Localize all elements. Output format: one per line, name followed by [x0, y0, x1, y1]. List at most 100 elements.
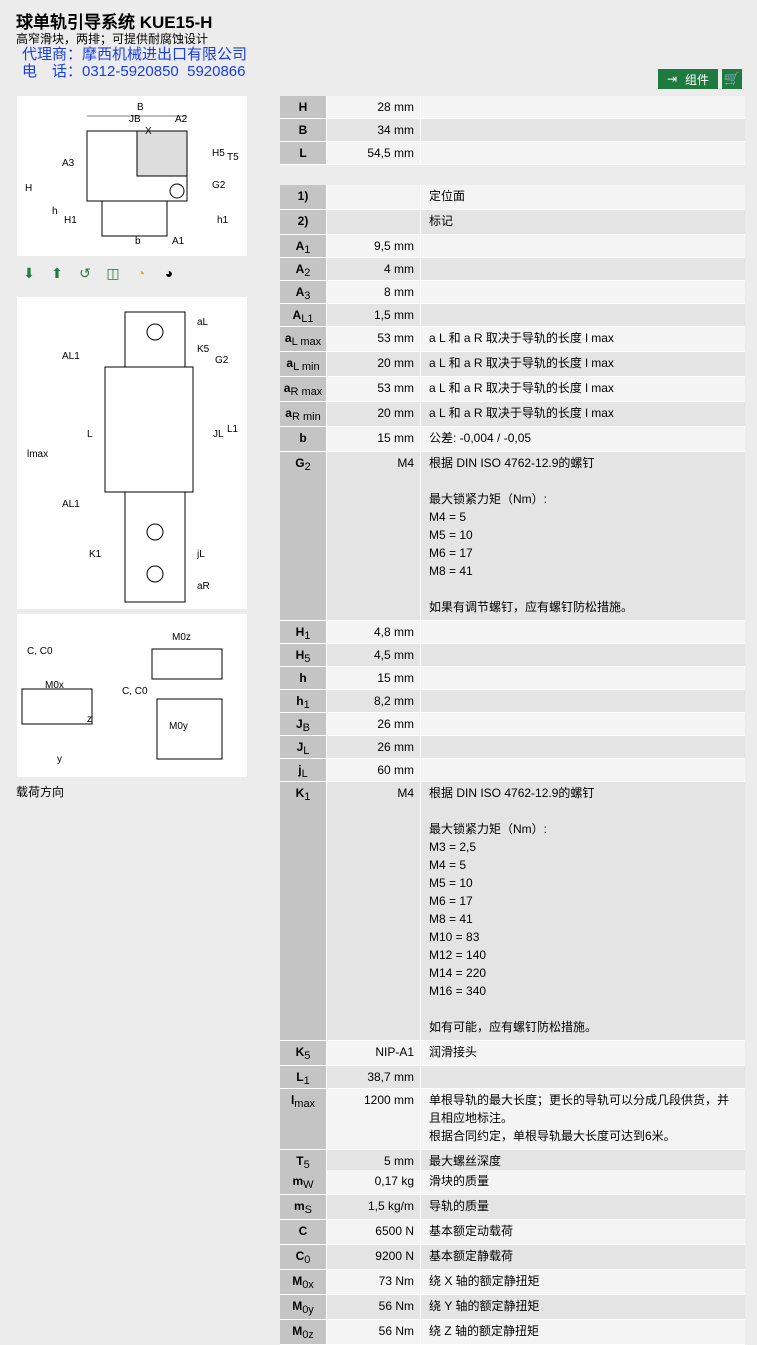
dimension-label: lmax — [27, 449, 48, 460]
symbol-subscript: 0z — [302, 1329, 314, 1341]
param-value: 4 mm — [326, 258, 421, 280]
symbol-subscript: 3 — [304, 290, 311, 302]
param-value: 4,8 mm — [326, 621, 421, 643]
param-description: 绕 X 轴的额定静扭矩 — [421, 1270, 745, 1294]
dimension-label: JL — [213, 429, 224, 440]
param-symbol: H1 — [280, 621, 326, 643]
symbol-subscript: max — [294, 1098, 316, 1110]
dimension-label: M0z — [172, 632, 191, 643]
param-description: 根据 DIN ISO 4762-12.9的螺钉 最大锁紧力矩（Nm）: M4 =… — [421, 452, 745, 620]
symbol: j — [298, 763, 302, 777]
load-up-icon: ⬆ — [51, 264, 63, 281]
param-symbol: A2 — [280, 258, 326, 280]
symbol-subscript: 0 — [304, 1254, 311, 1266]
symbol: B — [298, 123, 308, 137]
param-value: NIP-A1 — [326, 1041, 421, 1065]
symbol: J — [296, 740, 304, 754]
param-value: 1200 mm — [326, 1089, 421, 1149]
param-description: 导轨的质量 — [421, 1195, 745, 1219]
symbol: a — [286, 356, 294, 370]
symbol-subscript: 5 — [304, 1050, 311, 1062]
param-value: 73 Nm — [326, 1270, 421, 1294]
param-description — [421, 258, 745, 280]
table-row: h 15 mm — [280, 667, 745, 690]
symbol: H — [295, 625, 305, 639]
param-description — [421, 644, 745, 666]
param-symbol: h1 — [280, 690, 326, 712]
param-description — [421, 667, 745, 689]
cart-icon: 🛒 — [723, 71, 741, 86]
moment-icon: ↺ — [79, 264, 91, 281]
param-value: 56 Nm — [326, 1295, 421, 1319]
symbol: J — [295, 717, 303, 731]
dimension-label: A3 — [62, 158, 75, 169]
param-value: 1,5 kg/m — [326, 1195, 421, 1219]
symbol: h — [299, 671, 307, 685]
symbol-subscript: L — [303, 745, 310, 757]
param-value: 54,5 mm — [326, 142, 421, 164]
dimension-label: H5 — [212, 148, 225, 159]
param-value: 1,5 mm — [326, 304, 421, 326]
dimension-label: G2 — [215, 355, 229, 366]
param-value: 38,7 mm — [326, 1066, 421, 1088]
symbol-subscript: R max — [290, 386, 323, 398]
param-value: 8 mm — [326, 281, 421, 303]
param-value — [326, 210, 421, 234]
symbol-subscript: 1 — [303, 699, 310, 711]
dimension-label: L — [87, 429, 93, 440]
param-description: a L 和 a R 取决于导轨的长度 l max — [421, 377, 745, 401]
param-value: 9,5 mm — [326, 235, 421, 257]
symbol: M — [292, 1299, 303, 1313]
param-symbol: h — [280, 667, 326, 689]
symbol-subscript: 2 — [304, 267, 311, 279]
param-description: 标记 — [421, 210, 745, 234]
symbol-subscript: 0y — [302, 1304, 314, 1316]
dimension-label: A1 — [172, 236, 185, 247]
dimension-label: A2 — [175, 114, 188, 125]
cart-button[interactable]: 🛒 — [722, 69, 742, 89]
symbol: A — [295, 285, 305, 299]
dimension-label: b — [135, 236, 141, 247]
param-description: 公差: -0,004 / -0,05 — [421, 427, 745, 451]
symbol-subscript: L min — [293, 361, 320, 373]
dimension-label: C, C0 — [27, 646, 53, 657]
lubrication-oil-icon: ◔ — [136, 265, 146, 281]
param-description: 润滑接头 — [421, 1041, 745, 1065]
table-row: 1)定位面 — [280, 185, 745, 210]
param-symbol: AL1 — [280, 304, 326, 326]
symbol-subscript: 1 — [304, 791, 311, 803]
param-symbol: mS — [280, 1195, 326, 1219]
param-value: 56 Nm — [326, 1320, 421, 1344]
dimension-label: G2 — [212, 180, 226, 191]
symbol: C — [298, 1224, 308, 1238]
param-symbol: 2) — [280, 210, 326, 234]
param-description: 基本额定静载荷 — [421, 1245, 745, 1269]
param-symbol: aR min — [280, 402, 326, 426]
symbol-subscript: 0x — [302, 1279, 314, 1291]
symbol-subscript: 1 — [304, 244, 311, 256]
dimension-label: z — [87, 714, 92, 725]
dimension-label: L1 — [227, 424, 239, 435]
param-value: 15 mm — [326, 667, 421, 689]
param-value: 34 mm — [326, 119, 421, 141]
dimension-label: B — [137, 102, 144, 113]
symbol-subscript: 2 — [304, 461, 311, 473]
param-description: 滑块的质量 — [421, 1170, 745, 1194]
param-symbol: K5 — [280, 1041, 326, 1065]
param-description — [421, 690, 745, 712]
symbol: T — [296, 1154, 304, 1168]
component-button[interactable]: ⇥组件 — [658, 69, 718, 89]
param-description — [421, 119, 745, 141]
